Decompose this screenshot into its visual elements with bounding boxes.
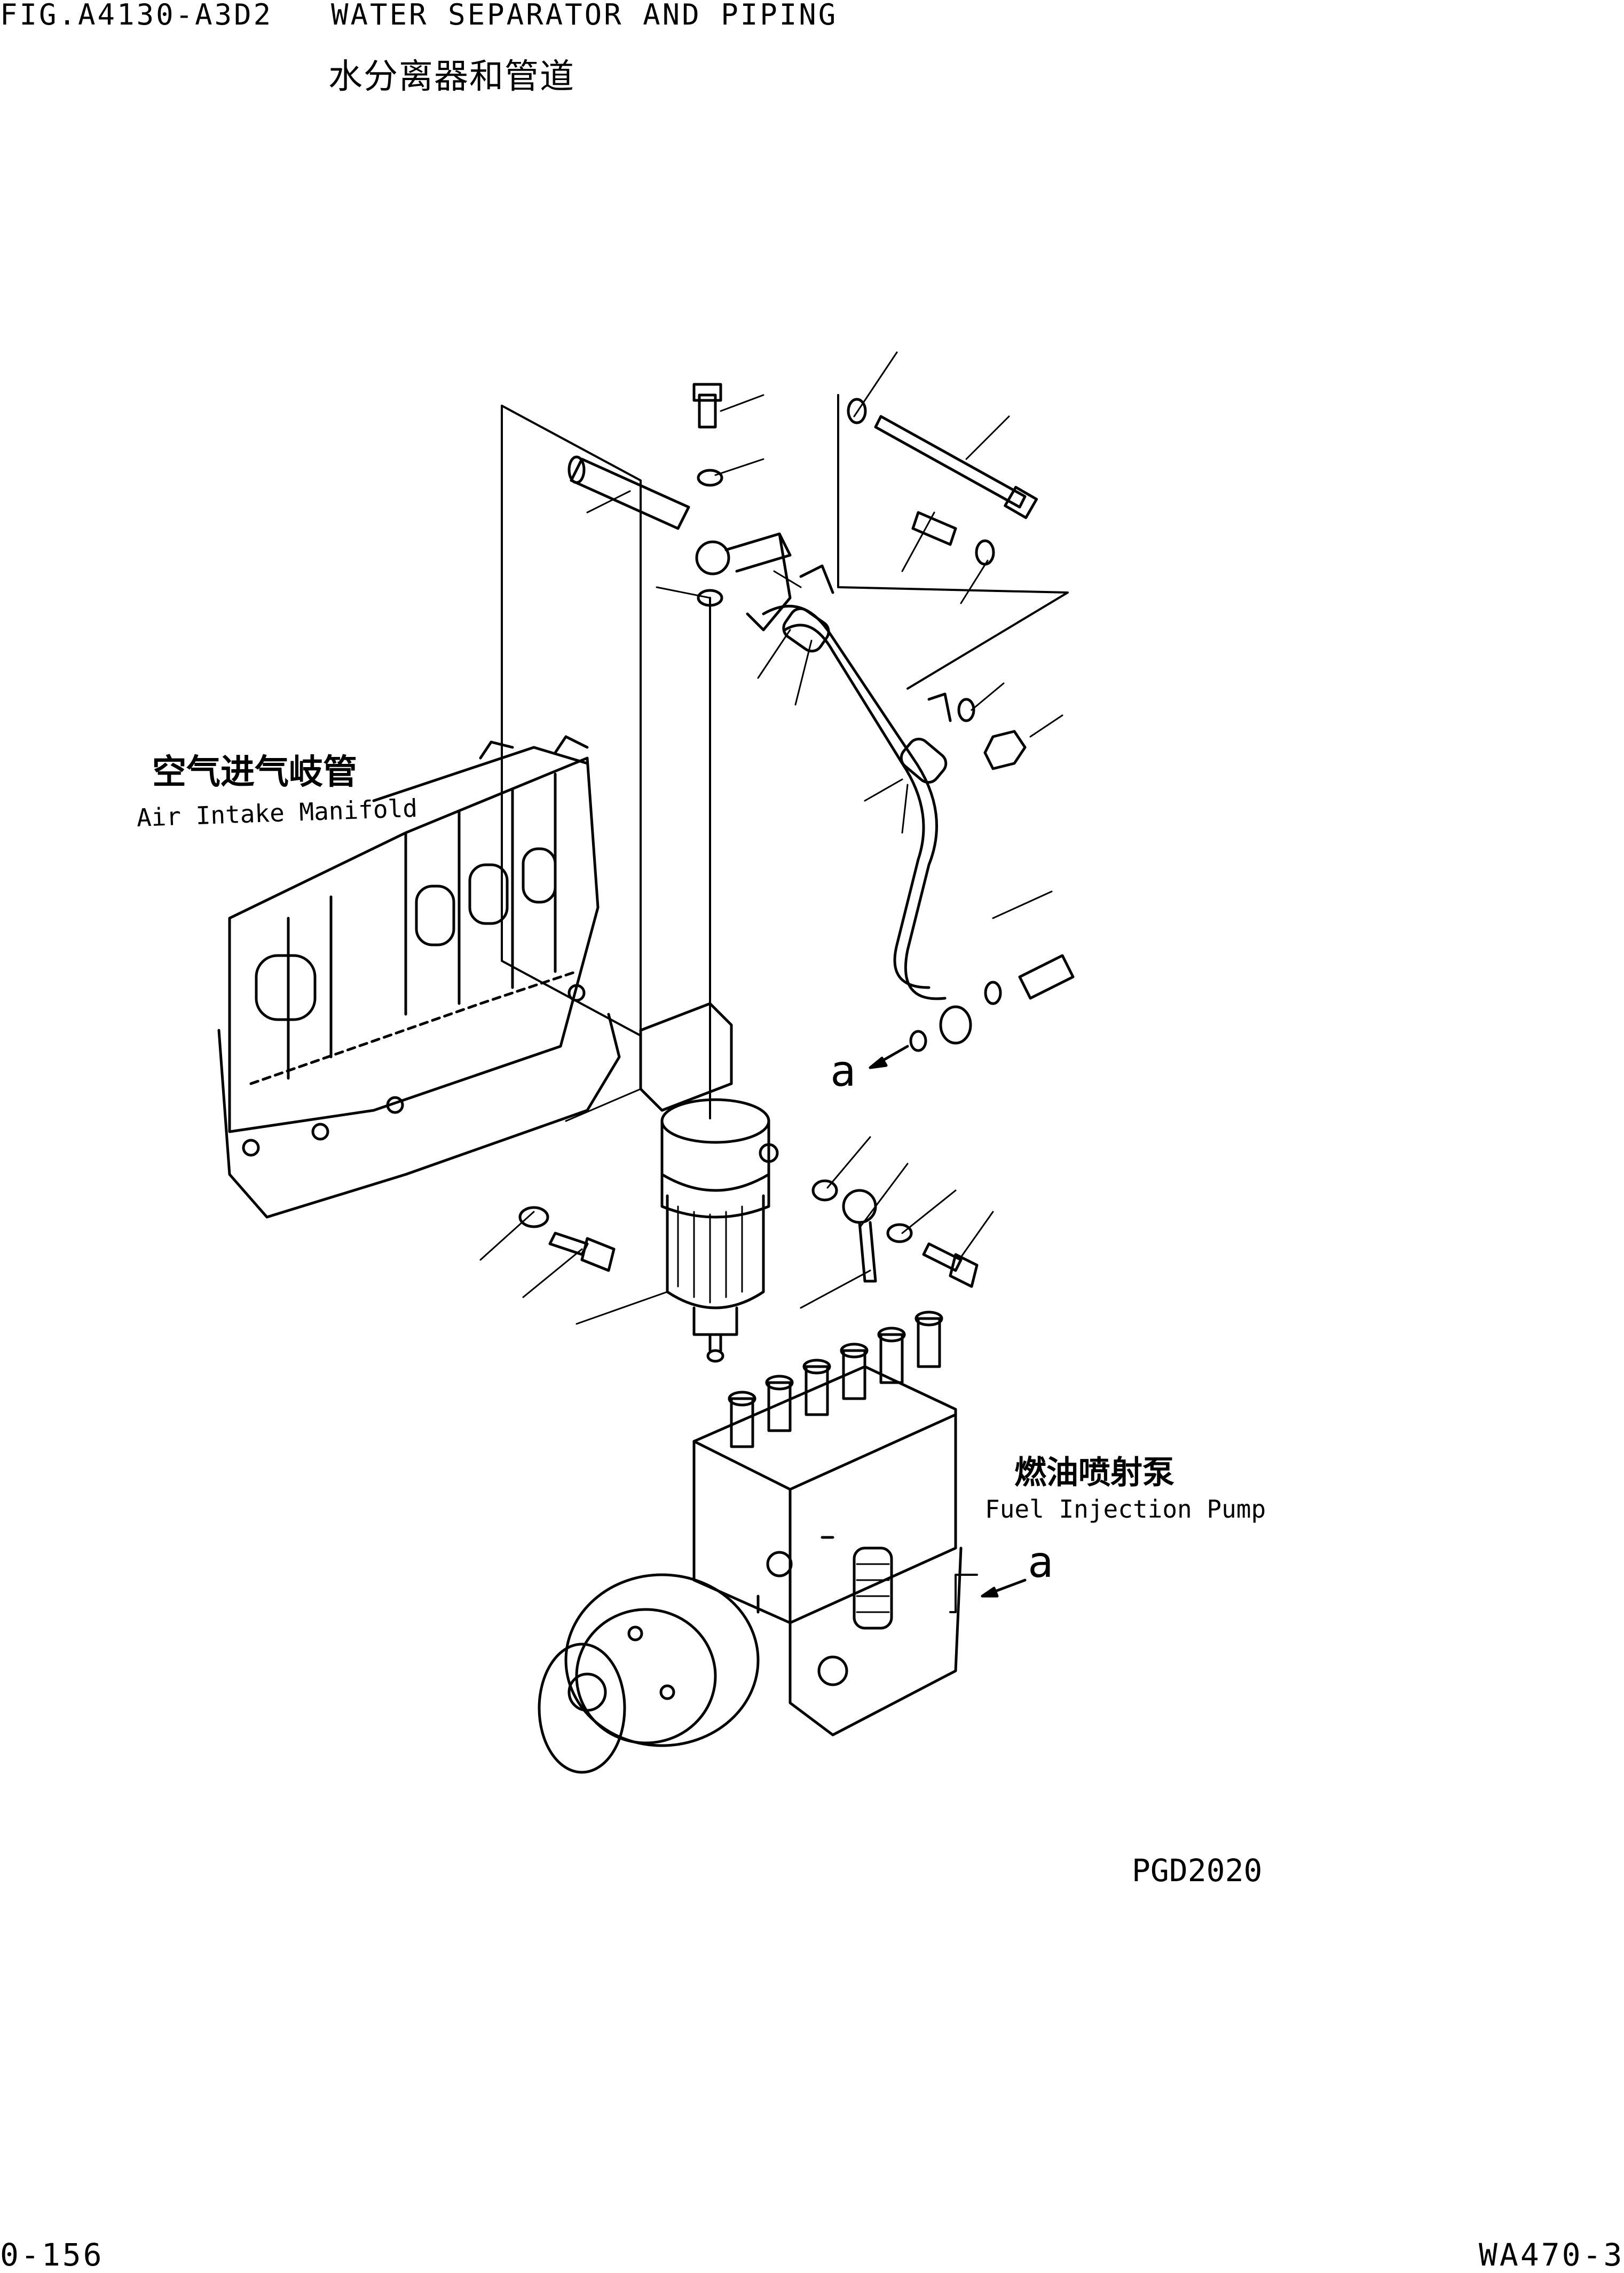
manifold-label-zh: 空气进气岐管 bbox=[152, 753, 357, 792]
pump-label-zh: 燃油喷射泵 bbox=[1014, 1454, 1174, 1491]
ref-a-arrows bbox=[869, 1045, 1027, 1613]
drawing-code: PGD2020 bbox=[1132, 1852, 1263, 1889]
figure-id: FIG.A4130-A3D2 bbox=[0, 0, 273, 31]
ref-a-lower: a bbox=[1028, 1537, 1054, 1587]
fuel-injection-pump bbox=[538, 1311, 963, 1774]
water-separator bbox=[639, 597, 779, 1363]
lower-fittings bbox=[518, 1179, 979, 1288]
upper-fittings bbox=[567, 383, 1038, 632]
figure-title-zh: 水分离器和管道 bbox=[328, 57, 575, 97]
air-intake-manifold bbox=[217, 735, 621, 1219]
figure-title-en: WATER SEPARATOR AND PIPING bbox=[331, 0, 838, 31]
bracket-outline-left bbox=[501, 405, 642, 1037]
ref-a-upper: a bbox=[830, 1046, 856, 1096]
fuel-pipe bbox=[762, 564, 1075, 1052]
page-number: 0-156 bbox=[0, 2237, 104, 2273]
bracket-outline-right bbox=[837, 394, 1069, 690]
leader-lines bbox=[479, 351, 1063, 1325]
model-code: WA470-3 bbox=[1479, 2237, 1624, 2273]
pump-label-en: Fuel Injection Pump bbox=[985, 1495, 1266, 1524]
